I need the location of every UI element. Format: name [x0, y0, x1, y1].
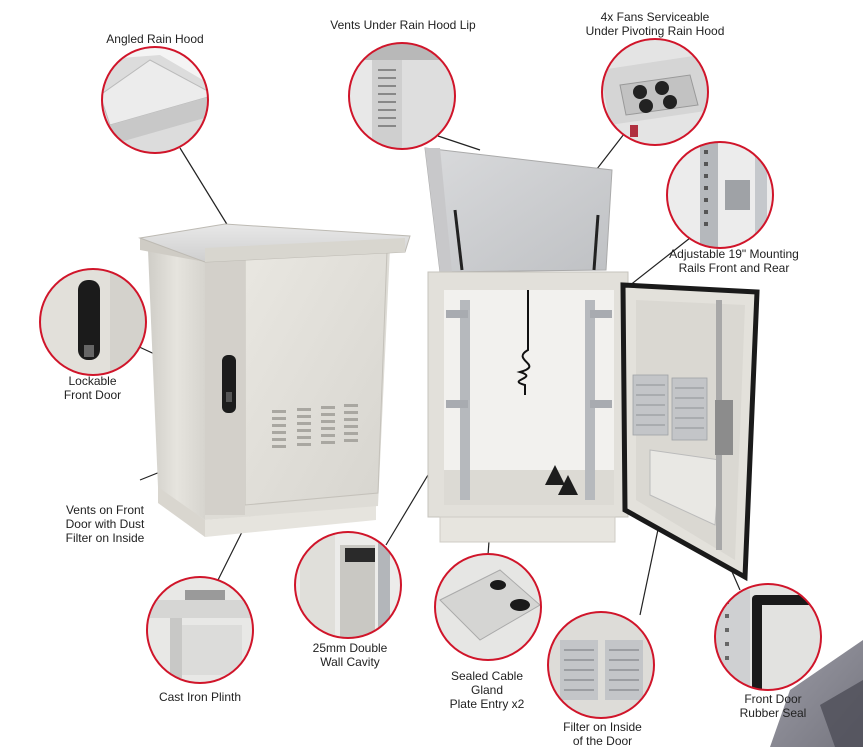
label-double-wall: 25mm Double Wall Cavity	[312, 641, 388, 669]
label-rubber-seal: Front Door Rubber Seal	[739, 692, 807, 720]
label-mounting-rails: Adjustable 19" Mounting Rails Front and …	[669, 247, 799, 275]
cabinet-open-illustration	[424, 147, 760, 582]
callout-vents-under-hood-lip	[348, 42, 456, 150]
callout-angled-rain-hood	[101, 46, 209, 154]
label-cast-iron-plinth: Cast Iron Plinth	[158, 690, 242, 704]
callout-fans	[601, 38, 709, 146]
callout-mounting-rails	[666, 141, 774, 249]
label-gland-plate: Sealed Cable Gland Plate Entry x2	[449, 669, 525, 711]
callout-gland-plate	[434, 553, 542, 661]
cabinet-closed-illustration	[138, 223, 411, 537]
callout-door-filter	[547, 611, 655, 719]
label-vents-under-hood-lip: Vents Under Rain Hood Lip	[330, 18, 476, 32]
callout-double-wall	[294, 531, 402, 639]
label-fans: 4x Fans Serviceable Under Pivoting Rain …	[585, 10, 725, 38]
label-lockable-door: Lockable Front Door	[63, 374, 122, 402]
label-vents-front-door: Vents on Front Door with Dust Filter on …	[65, 503, 145, 545]
callout-rubber-seal	[714, 583, 822, 691]
label-door-filter: Filter on Inside of the Door	[563, 720, 642, 748]
corner-decoration	[770, 640, 863, 747]
callout-cast-iron-plinth	[146, 576, 254, 684]
callout-lockable-door	[39, 268, 147, 376]
label-angled-rain-hood: Angled Rain Hood	[106, 32, 204, 46]
